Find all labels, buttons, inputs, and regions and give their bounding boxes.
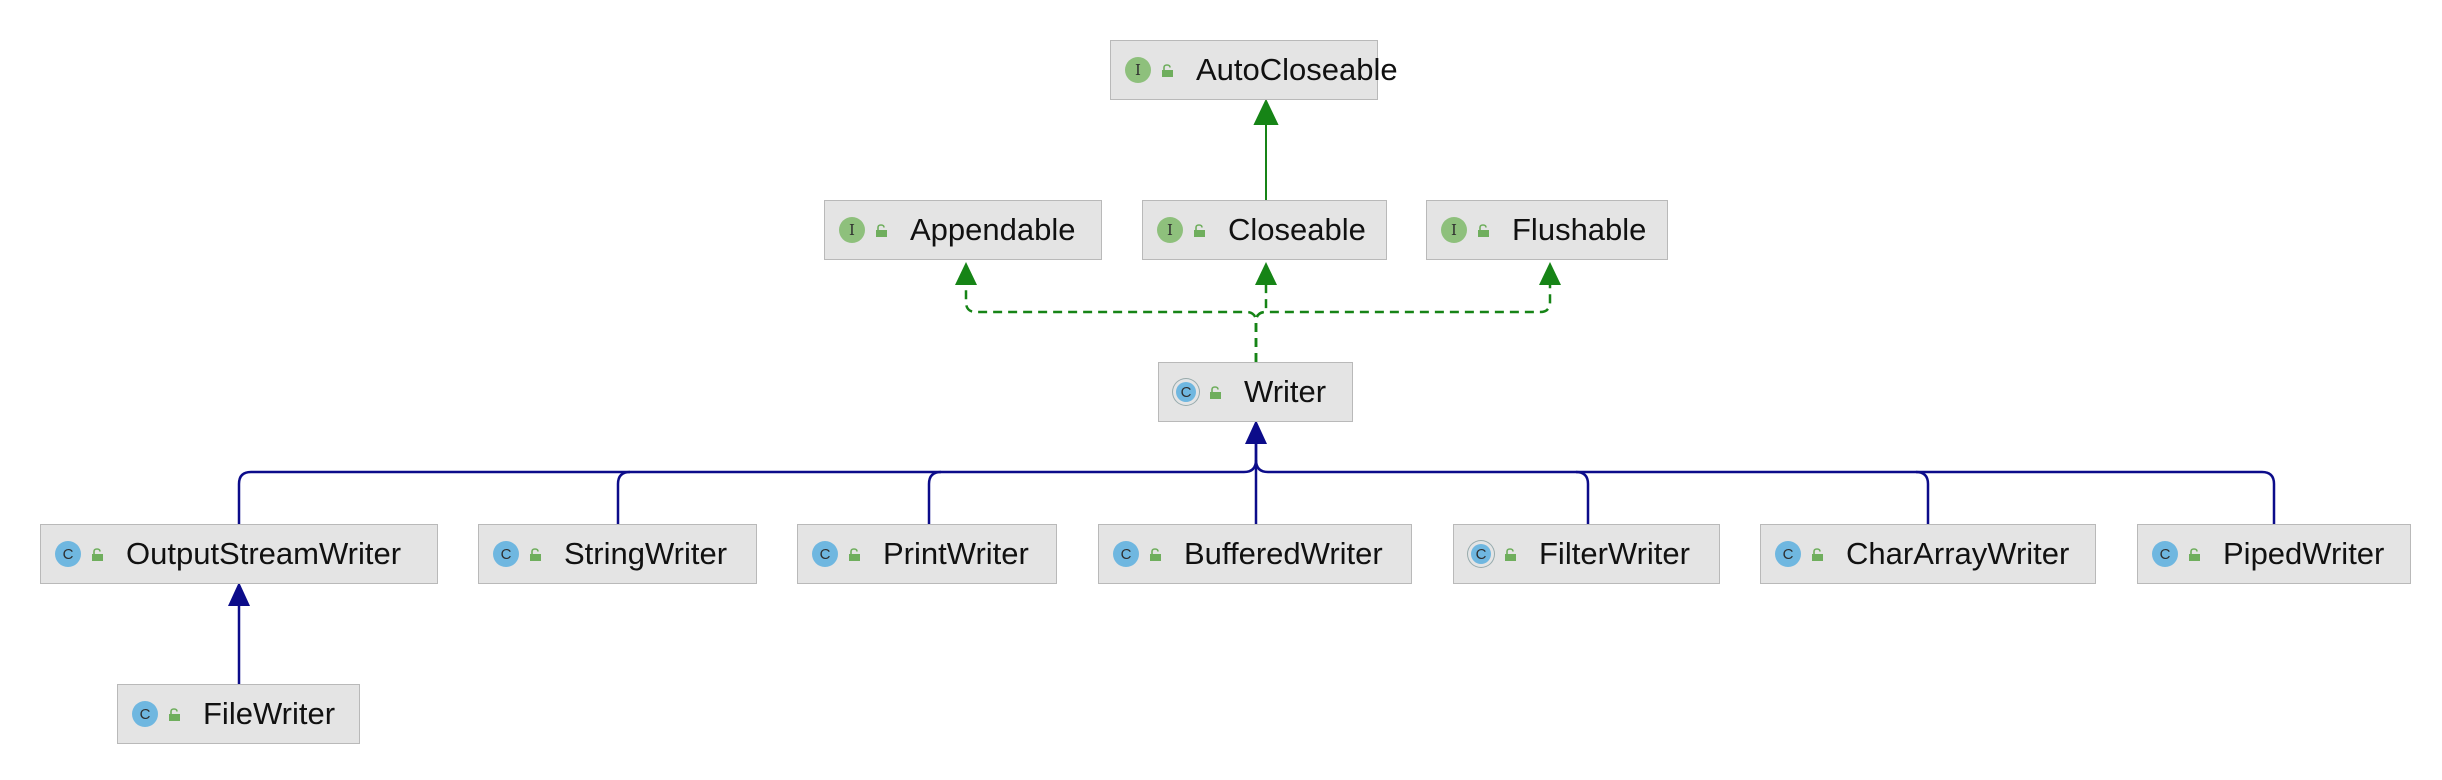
node-label: OutputStreamWriter [126, 536, 402, 571]
unlocked-icon [1150, 547, 1161, 561]
abstract-class-icon: C [1173, 379, 1199, 405]
node-appendable[interactable]: I Appendable [824, 200, 1102, 260]
class-icon: C [1113, 541, 1139, 567]
node-label: Writer [1244, 374, 1327, 409]
node-filewriter[interactable]: C FileWriter [117, 684, 360, 744]
node-label: PrintWriter [883, 536, 1029, 571]
node-label: Appendable [910, 212, 1076, 247]
node-label: PipedWriter [2223, 536, 2385, 571]
class-icon: C [55, 541, 81, 567]
edge-subclasses-writer [228, 420, 2276, 684]
edge-writer-appendable [964, 280, 1258, 362]
node-stringwriter[interactable]: C StringWriter [478, 524, 757, 584]
class-icon: C [493, 541, 519, 567]
arrowhead [1255, 262, 1277, 285]
class-icon: C [132, 701, 158, 727]
interface-icon: I [1157, 217, 1183, 243]
arrowhead [1245, 420, 1267, 444]
edge-writer-interfaces [955, 262, 1561, 362]
node-filterwriter[interactable]: C FilterWriter [1453, 524, 1720, 584]
edge-stringwriter-writer [616, 470, 631, 524]
edge-printwriter-writer [927, 470, 942, 524]
edge-chararraywriter-writer [1915, 470, 1930, 524]
node-label: FilterWriter [1539, 536, 1690, 571]
node-pipedwriter[interactable]: C PipedWriter [2137, 524, 2411, 584]
class-icon: C [2152, 541, 2178, 567]
unlocked-icon [1210, 385, 1221, 399]
arrowhead [228, 582, 250, 606]
unlocked-icon [849, 547, 860, 561]
node-label: AutoCloseable [1196, 52, 1398, 87]
interface-icon: I [839, 217, 865, 243]
node-label: CharArrayWriter [1846, 536, 2070, 571]
node-flushable[interactable]: I Flushable [1426, 200, 1668, 260]
node-outputstreamwriter[interactable]: C OutputStreamWriter [40, 524, 438, 584]
unlocked-icon [1194, 223, 1205, 237]
arrowhead [1253, 98, 1279, 125]
node-label: Flushable [1512, 212, 1647, 247]
edge-writer-closeable [1254, 280, 1268, 362]
class-icon: C [1775, 541, 1801, 567]
node-label: BufferedWriter [1184, 536, 1383, 571]
unlocked-icon [169, 707, 180, 721]
node-closeable[interactable]: I Closeable [1142, 200, 1387, 260]
unlocked-icon [92, 547, 103, 561]
edge-filterwriter-writer [1575, 470, 1590, 524]
edge-pipedwriter-writer [1254, 459, 2276, 524]
arrowhead [955, 262, 977, 285]
unlocked-icon [530, 547, 541, 561]
interface-icon: I [1441, 217, 1467, 243]
unlocked-icon [1505, 547, 1516, 561]
arrowhead [1539, 262, 1561, 285]
node-label: FileWriter [203, 696, 336, 731]
node-label: Closeable [1228, 212, 1366, 247]
unlocked-icon [1162, 63, 1173, 77]
node-autocloseable[interactable]: I AutoCloseable [1110, 40, 1398, 100]
edge-writer-flushable [1254, 280, 1552, 362]
unlocked-icon [1478, 223, 1489, 237]
node-writer[interactable]: C Writer [1158, 362, 1353, 422]
edge-outputstreamwriter-writer [237, 440, 1258, 524]
class-icon: C [812, 541, 838, 567]
node-label: StringWriter [564, 536, 728, 571]
interface-icon: I [1125, 57, 1151, 83]
unlocked-icon [876, 223, 887, 237]
edge-closeable-autocloseable [1253, 98, 1279, 200]
unlocked-icon [2189, 547, 2200, 561]
node-printwriter[interactable]: C PrintWriter [797, 524, 1057, 584]
abstract-class-icon: C [1468, 541, 1494, 567]
unlocked-icon [1812, 547, 1823, 561]
node-chararraywriter[interactable]: C CharArrayWriter [1760, 524, 2096, 584]
node-bufferedwriter[interactable]: C BufferedWriter [1098, 524, 1412, 584]
